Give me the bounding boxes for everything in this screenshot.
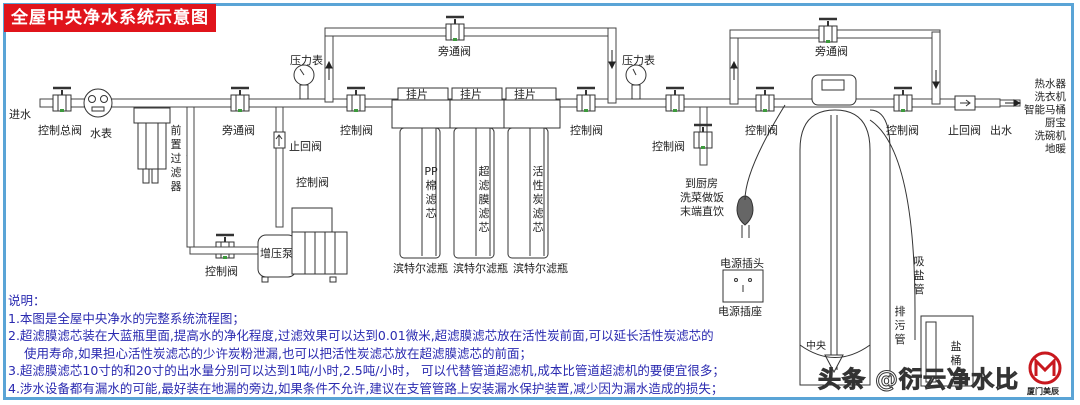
brine-tube-label: 吸盐管 [913, 255, 925, 296]
control-valve-4-icon [575, 86, 597, 114]
power-plug-label: 电源插头 [720, 257, 764, 270]
note-item: 2.超滤膜滤芯装在大蓝瓶里面,提高水的净化程度,过滤效果可以达到0.01微米,超… [8, 328, 714, 343]
control-valve-6-icon [754, 86, 776, 114]
prefilter-label: 前置过滤器 [170, 124, 182, 193]
pressure-gauge-1-icon [293, 64, 315, 100]
check-valve-2-icon [954, 95, 976, 111]
housing-2-label: 滨特尔滤瓶 [453, 262, 508, 275]
main-control-valve-label: 控制总阀 [38, 124, 82, 137]
appliance-item: 智能马桶 [1024, 104, 1066, 116]
filter-1-label: PP棉滤芯 [424, 165, 438, 220]
bypass-valve-1-label: 旁通阀 [222, 124, 255, 137]
kitchen-line-2: 洗菜做饭 [680, 191, 724, 204]
kitchen-line-1: 到厨房 [685, 177, 718, 190]
main-control-valve-icon [51, 86, 73, 114]
hanger-3-label: 挂片 [514, 88, 536, 101]
inlet-label: 进水 [9, 108, 31, 121]
control-valve-5-icon [664, 86, 686, 114]
note-item: 1.本图是全屋中央净水的完整系统流程图； [8, 310, 245, 326]
watermark: 头条 @衍云净水比 [817, 367, 1020, 394]
housing-3-label: 滨特尔滤瓶 [513, 262, 568, 275]
hanger-1-label: 挂片 [406, 88, 428, 101]
pressure-gauge-2-icon [625, 64, 647, 100]
control-valve-4-label: 控制阀 [570, 124, 603, 137]
salt-tank-icon [920, 315, 974, 387]
note-item: 3.超滤膜滤芯10寸的和20寸的出水量分别可以达到1吨/小时,2.5吨/小时， … [8, 363, 725, 378]
notes-heading: 说明： [8, 293, 46, 308]
pump-feed-pipe [186, 106, 284, 255]
appliance-item: 厨宝 [1045, 117, 1066, 129]
note-item: 使用寿命,如果担心活性炭滤芯的少许炭粉泄漏,也可以把活性炭滤芯放在超滤膜滤芯的前… [24, 345, 532, 361]
housing-1-label: 滨特尔滤瓶 [393, 262, 448, 275]
filter-3-label: 活性炭滤芯 [532, 165, 544, 234]
booster-pump-icon [257, 207, 348, 283]
outlet-label: 出水 [990, 124, 1012, 137]
company-logo-text: 厦门美辰 [1027, 387, 1059, 396]
control-valve-7-label: 控制阀 [886, 124, 919, 137]
bypass-valve-3-icon [817, 17, 839, 45]
kitchen-line-3: 末端直饮 [680, 205, 724, 218]
power-socket-icon [722, 269, 764, 303]
hanger-2-label: 挂片 [460, 88, 482, 101]
control-valve-2-label: 控制阀 [296, 176, 329, 189]
control-valve-7-icon [892, 86, 914, 114]
bypass-valve-1-icon [229, 86, 251, 114]
softener-tank-icon [799, 74, 916, 390]
control-valve-3-label: 控制阀 [205, 265, 238, 278]
water-meter-label: 水表 [90, 127, 112, 140]
control-valve-5-label: 控制阀 [652, 140, 685, 153]
bypass-valve-2-label: 旁通阀 [438, 45, 471, 58]
appliance-item: 热水器 [1034, 78, 1067, 90]
booster-pump-label: 增压泵 [260, 247, 293, 260]
notes-section: 说明： 1.本图是全屋中央净水的完整系统流程图； 2.超滤膜滤芯装在大蓝瓶里面,… [8, 292, 788, 397]
power-plug-icon [736, 104, 786, 238]
bypass-valve-2-icon [444, 15, 466, 43]
company-logo-icon [1028, 351, 1062, 385]
bypass-valve-3-label: 旁通阀 [815, 45, 848, 58]
control-valve-1-label: 控制阀 [340, 124, 373, 137]
appliance-item: 洗碗机 [1034, 130, 1067, 142]
power-socket-label: 电源插座 [718, 305, 762, 318]
pressure-gauge-2-label: 压力表 [622, 54, 655, 67]
check-valve-2-label: 止回阀 [948, 124, 981, 137]
check-valve-1-icon [273, 131, 286, 149]
appliance-item: 地暖 [1045, 143, 1066, 155]
diagram-title: 全屋中央净水系统示意图 [4, 4, 216, 32]
control-valve-kitchen-icon [692, 123, 714, 151]
appliance-list: 热水器 洗衣机 智能马桶 厨宝 洗碗机 地暖 [1024, 78, 1066, 156]
prefilter-icon [133, 107, 171, 184]
check-valve-1-label: 止回阀 [289, 140, 322, 153]
salt-tank-label: 盐桶 [950, 340, 962, 367]
control-valve-6-label: 控制阀 [745, 124, 778, 137]
filter-housings [391, 87, 561, 259]
pressure-gauge-1-label: 压力表 [290, 54, 323, 67]
appliance-item: 洗衣机 [1034, 91, 1067, 103]
filter-2-label: 超滤膜滤芯 [478, 165, 490, 234]
control-valve-1-icon [345, 86, 367, 114]
water-meter-icon [83, 88, 113, 118]
note-item: 4.涉水设备都有漏水的可能,最好装在地漏的旁边,如果条件不允许,建议在支管管路上… [8, 380, 724, 396]
drain-tube-label: 排污管 [894, 305, 906, 346]
softener-tank-label: 中央 [806, 341, 826, 352]
